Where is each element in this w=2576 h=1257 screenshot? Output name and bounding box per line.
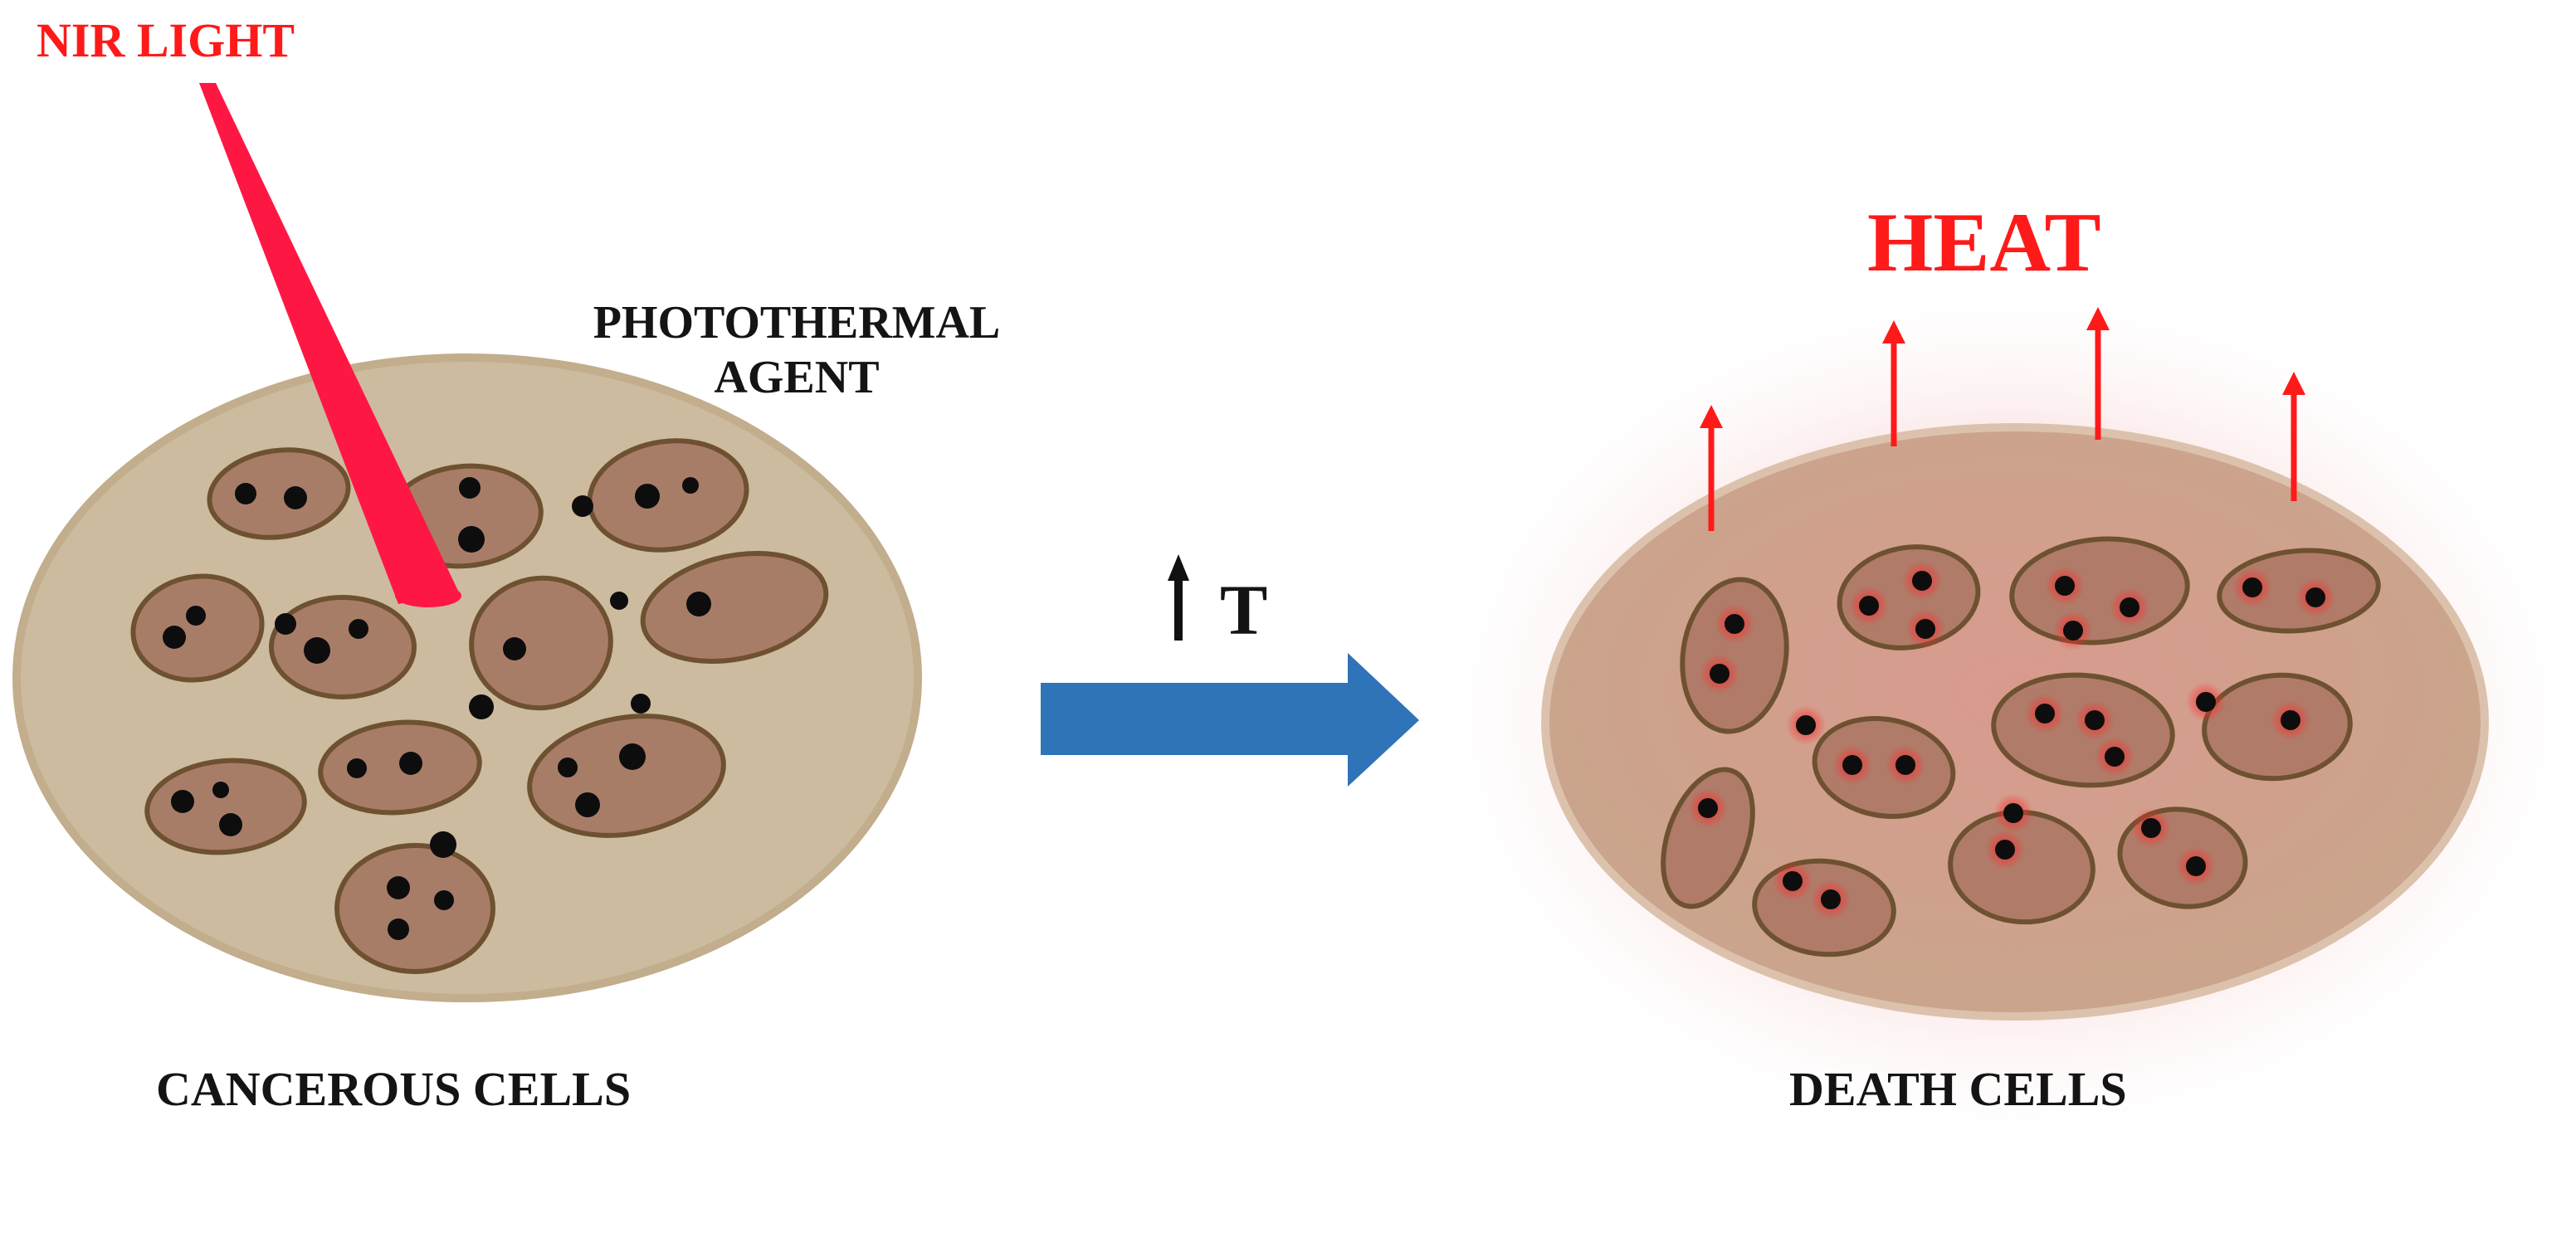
nanoparticle — [219, 813, 242, 836]
nanoparticle — [575, 792, 600, 817]
dead-tissue — [1411, 266, 2576, 1162]
dead-cell — [1661, 767, 1755, 909]
heated-nanoparticle — [2141, 818, 2161, 838]
nanoparticle — [212, 782, 229, 798]
nanoparticle — [434, 890, 454, 910]
heated-nanoparticle — [1859, 596, 1879, 616]
heated-nanoparticle — [2242, 577, 2262, 597]
cancer-cell — [640, 551, 829, 664]
nanoparticle — [459, 477, 481, 499]
heated-nanoparticle — [1915, 619, 1935, 639]
heat-arrow-head — [1700, 405, 1723, 428]
cancer-cell — [207, 447, 351, 540]
nanoparticle — [186, 606, 206, 626]
nanoparticle — [631, 694, 651, 714]
temperature-up-arrow-head — [1168, 554, 1189, 581]
cancer-cell — [334, 843, 495, 974]
nanoparticle — [275, 613, 296, 635]
blue-arrow — [1041, 653, 1419, 787]
dead-cell — [1812, 716, 1956, 819]
process-arrow — [1041, 554, 1419, 787]
heated-nanoparticle — [1995, 840, 2015, 860]
heat-arrows-group — [1700, 307, 2305, 531]
heated-nanoparticle — [1842, 755, 1862, 775]
heated-nanoparticle — [1796, 715, 1816, 735]
nanoparticle — [163, 626, 186, 649]
nanoparticle — [304, 637, 330, 664]
heated-nanoparticle — [1783, 871, 1803, 891]
nanoparticle — [388, 918, 409, 940]
heated-nanoparticle — [2186, 856, 2206, 876]
nanoparticle — [387, 876, 410, 899]
cancer-cell — [144, 758, 307, 855]
death-cells-label: DEATH CELLS — [1789, 1062, 2127, 1116]
heat-label: HEAT — [1867, 196, 2101, 290]
nanoparticle — [635, 484, 660, 509]
laser-spot — [395, 584, 461, 607]
heat-arrow-head — [2086, 307, 2110, 330]
heated-nanoparticle — [1698, 798, 1718, 818]
photothermal-label-line2: AGENT — [714, 352, 880, 404]
nanoparticle — [610, 592, 628, 610]
nir-light-label: NIR LIGHT — [37, 13, 295, 67]
heated-nanoparticle — [1725, 614, 1744, 634]
nanoparticle — [619, 743, 646, 770]
photothermal-label-line1: PHOTOTHERMAL — [593, 297, 1001, 348]
nanoparticle — [399, 752, 422, 775]
nanoparticle — [686, 592, 711, 616]
temperature-label: T — [1220, 570, 1268, 650]
nanoparticle — [458, 526, 485, 553]
nanoparticle — [171, 790, 194, 813]
heated-nanoparticle — [2120, 597, 2139, 617]
dead-cells-group — [1661, 536, 2381, 957]
nanoparticle — [349, 619, 368, 639]
heat-arrow-head — [2282, 372, 2305, 395]
heated-nanoparticle — [1821, 889, 1841, 909]
nanoparticle — [430, 831, 456, 858]
cancer-cell — [469, 575, 613, 711]
heated-nanoparticle — [2281, 710, 2300, 730]
cancer-cell — [130, 573, 265, 683]
photothermal-agent-label: PHOTOTHERMAL AGENT — [498, 295, 1095, 405]
heated-nanoparticle — [2035, 704, 2055, 724]
nanoparticle — [284, 486, 307, 509]
nanoparticle — [558, 758, 578, 777]
heated-nanoparticle — [2105, 747, 2125, 767]
nanoparticle — [469, 694, 494, 719]
heated-nanoparticle — [1895, 755, 1915, 775]
heated-nanoparticle — [2003, 803, 2023, 823]
heated-nanoparticle — [1912, 571, 1932, 591]
heated-nanoparticle — [2085, 710, 2105, 730]
nanoparticle — [682, 477, 699, 494]
cancer-cell — [269, 595, 417, 699]
heated-nanoparticle — [2055, 576, 2075, 596]
cancerous-cells-label: CANCEROUS CELLS — [156, 1062, 632, 1116]
cancerous-tissue — [12, 83, 922, 1002]
heated-nanoparticle — [2305, 587, 2325, 607]
heated-nanoparticle — [2196, 692, 2216, 712]
heated-nanoparticle — [1710, 664, 1730, 684]
nanoparticle — [347, 758, 367, 778]
dead-cell — [1680, 577, 1789, 734]
heated-nanoparticle — [2063, 621, 2083, 641]
nir-laser-beam — [199, 83, 458, 604]
nanoparticle — [572, 495, 593, 517]
nanoparticle — [235, 483, 256, 504]
nanoparticle — [503, 637, 526, 660]
heat-arrow-head — [1882, 320, 1905, 343]
